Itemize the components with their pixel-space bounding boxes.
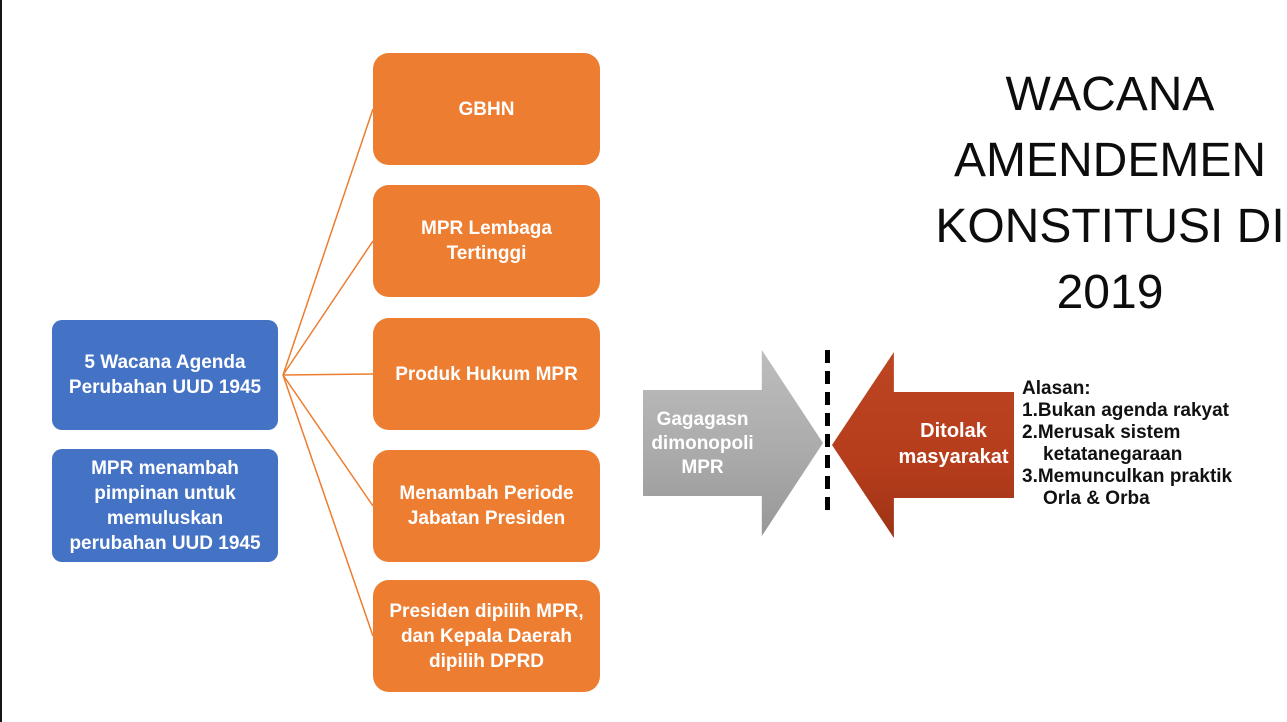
gray-arrow-label: Gagagasn dimonopoli MPR <box>651 408 754 478</box>
blue-box-mpr-pimpinan: MPR menambah pimpinan untuk memuluskan p… <box>52 449 278 562</box>
agenda-box-presiden-dipilih: Presiden dipilih MPR, dan Kepala Daerah … <box>373 580 600 692</box>
reason-item-3: 3.Memunculkan praktik Orla & Orba <box>1022 466 1233 509</box>
agenda-box-produk-hukum-label: Produk Hukum MPR <box>395 363 578 385</box>
reasons-heading: Alasan: <box>1022 378 1091 399</box>
dashed-divider-line <box>825 350 830 516</box>
slide-left-edge-line <box>0 0 2 722</box>
reason-item-1: 1.Bukan agenda rakyat <box>1022 400 1229 421</box>
red-arrow-label: Ditolak masyarakat <box>898 419 1009 468</box>
agenda-box-mpr-lembaga-label: MPR Lembaga Tertinggi <box>421 218 552 264</box>
agenda-box-presiden-dipilih-label: Presiden dipilih MPR, dan Kepala Daerah … <box>389 600 584 672</box>
reasons-list: Alasan: 1.Bukan agenda rakyat 2.Merusak … <box>1022 378 1274 510</box>
slide-title: WACANA AMENDEMEN KONSTITUSI DI 2019 <box>935 68 1285 319</box>
agenda-box-produk-hukum: Produk Hukum MPR <box>373 318 600 430</box>
agenda-box-mpr-lembaga: MPR Lembaga Tertinggi <box>373 185 600 297</box>
blue-box-wacana-agenda-label: 5 Wacana Agenda Perubahan UUD 1945 <box>68 352 262 398</box>
agenda-box-periode-jabatan-label: Menambah Periode Jabatan Presiden <box>399 483 574 529</box>
blue-box-mpr-pimpinan-label: MPR menambah pimpinan untuk memuluskan p… <box>69 457 261 554</box>
reason-item-2: 2.Merusak sistem ketatanegaraan <box>1022 422 1183 465</box>
agenda-box-periode-jabatan: Menambah Periode Jabatan Presiden <box>373 450 600 562</box>
agenda-box-gbhn-label: GBHN <box>458 98 515 120</box>
agenda-box-gbhn: GBHN <box>373 53 600 165</box>
blue-box-wacana-agenda: 5 Wacana Agenda Perubahan UUD 1945 <box>52 320 278 430</box>
